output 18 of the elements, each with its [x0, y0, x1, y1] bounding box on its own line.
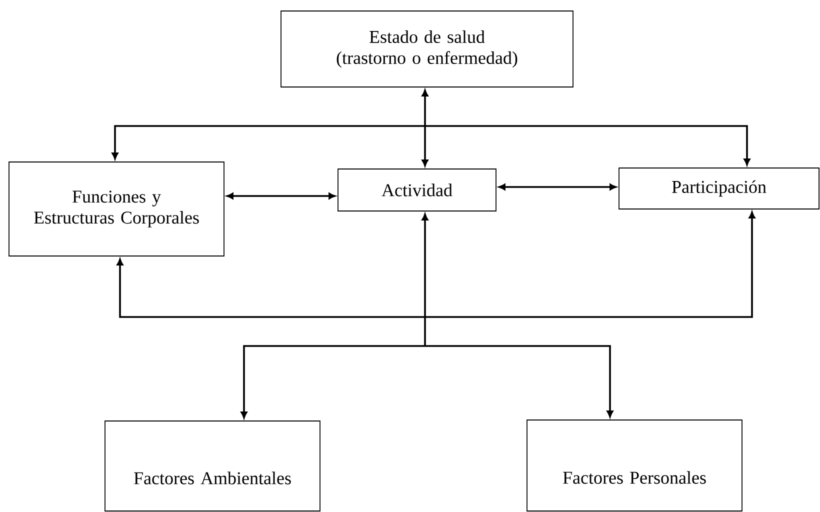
- arrow: [226, 192, 336, 200]
- box: Factores Personales: [526, 420, 742, 512]
- arrow: [498, 184, 616, 190]
- arrow: [116, 258, 425, 318]
- arrow: [112, 125, 425, 160]
- arrow: [422, 90, 428, 126]
- arrow: [425, 212, 756, 318]
- arrow: [422, 214, 428, 317]
- box: Estado de salud (trastorno o enfermedad): [280, 10, 574, 88]
- connector-line: [424, 317, 426, 346]
- arrow: [422, 126, 428, 166]
- box: Factores Ambientales: [104, 420, 320, 512]
- arrow: [425, 345, 614, 418]
- box: Funciones y Estructuras Corporales: [8, 162, 224, 256]
- arrow: [425, 125, 750, 166]
- box: Participación: [618, 168, 820, 210]
- box: Actividad: [338, 168, 496, 212]
- arrow: [240, 345, 425, 418]
